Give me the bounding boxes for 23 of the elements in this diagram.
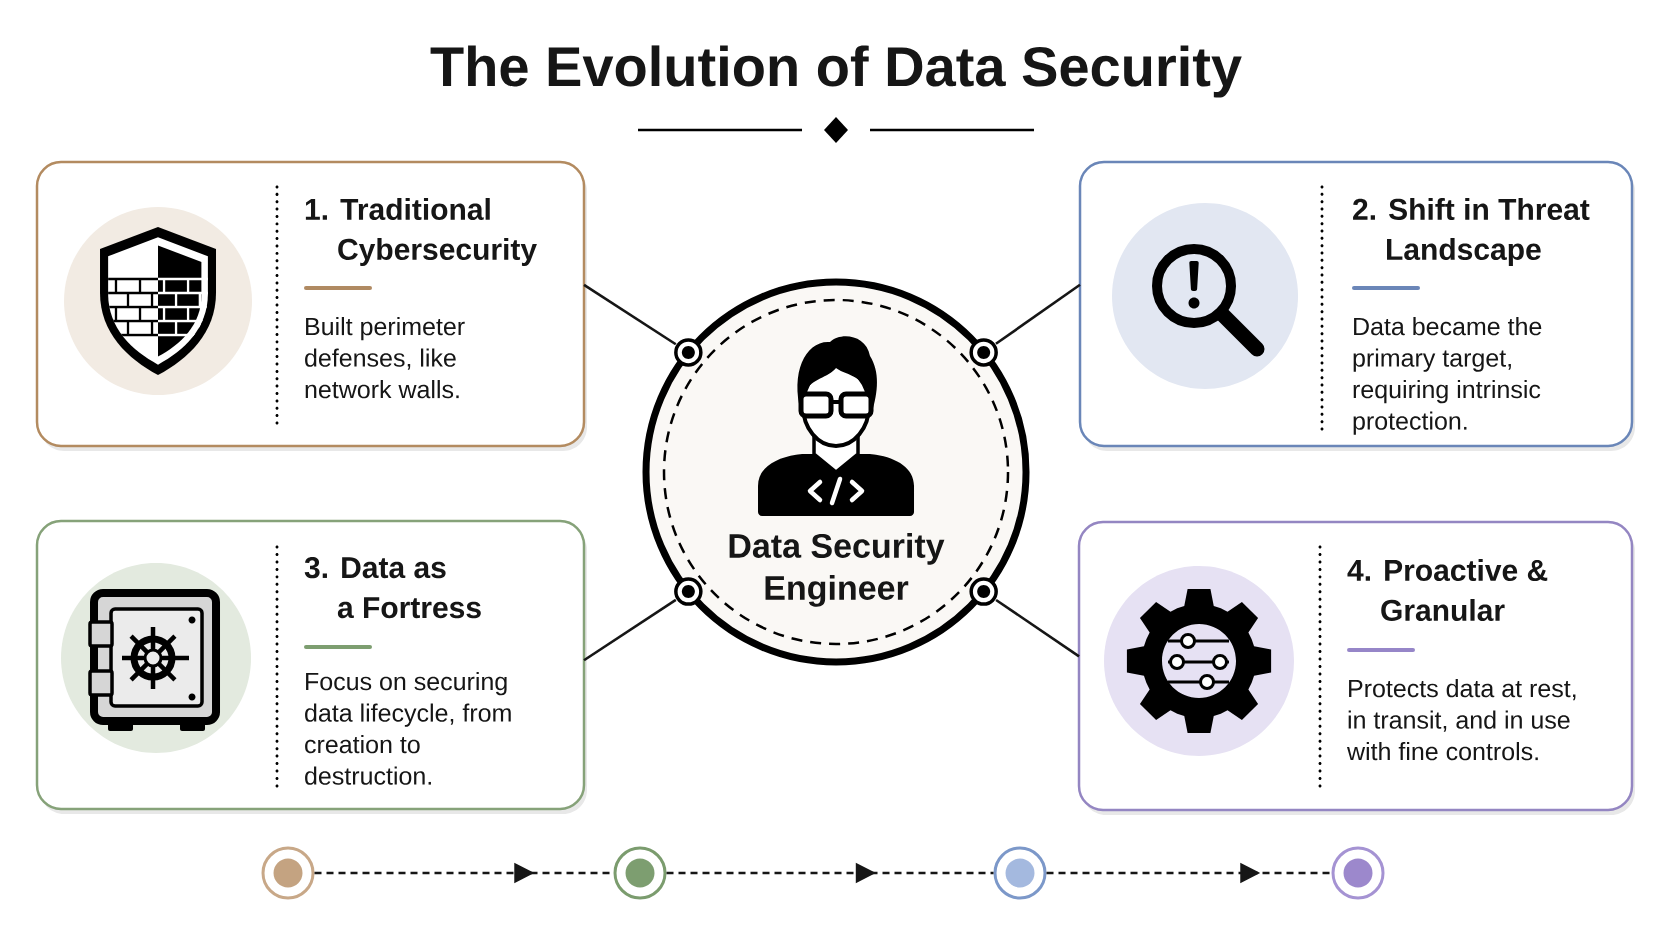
connector-line: [583, 598, 677, 662]
connector-line: [583, 283, 677, 346]
info-card: [1077, 520, 1635, 815]
timeline-dot: [1331, 846, 1385, 900]
card-heading: 1. Traditional Cybersecurity: [305, 198, 537, 266]
info-card: [35, 519, 587, 814]
card-description: Built perimeter defenses, like network walls.: [305, 317, 465, 399]
card-description: Data became the primary target, requiring intrinsic protection.: [1353, 317, 1542, 435]
hub-label: Data Security Engineer: [729, 533, 945, 607]
connector-line: [995, 283, 1081, 345]
title: The Evolution of Data Security: [430, 45, 1242, 98]
info-card: [1078, 160, 1635, 451]
timeline-dot: [613, 846, 667, 900]
card-description: Focus on securing data lifecycle, from creation to destruction.: [305, 672, 511, 785]
timeline-dot: [993, 846, 1047, 900]
connector-line: [995, 598, 1080, 658]
card-heading: 4. Proactive & Granular: [1347, 559, 1548, 622]
card-heading: 3. Data as a Fortress: [304, 557, 481, 619]
card-heading: 2. Shift in Threat Landscape: [1353, 198, 1590, 266]
timeline-dot: [261, 846, 315, 900]
hub-circle: [642, 278, 1030, 666]
info-card: [35, 160, 587, 451]
card-description: Protects data at rest, in transit, and in use with fine controls.: [1347, 679, 1576, 761]
